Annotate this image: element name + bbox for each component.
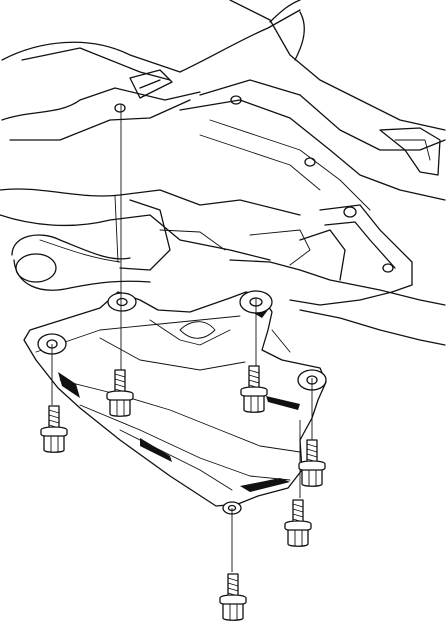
vehicle-underbody (0, 0, 446, 346)
undercover-panel (23, 290, 327, 515)
bolt-1 (40, 405, 68, 453)
alignment-lines (51, 104, 313, 572)
bolt-5 (284, 499, 312, 547)
bolt-4 (298, 439, 326, 487)
bolt-6 (219, 573, 247, 621)
